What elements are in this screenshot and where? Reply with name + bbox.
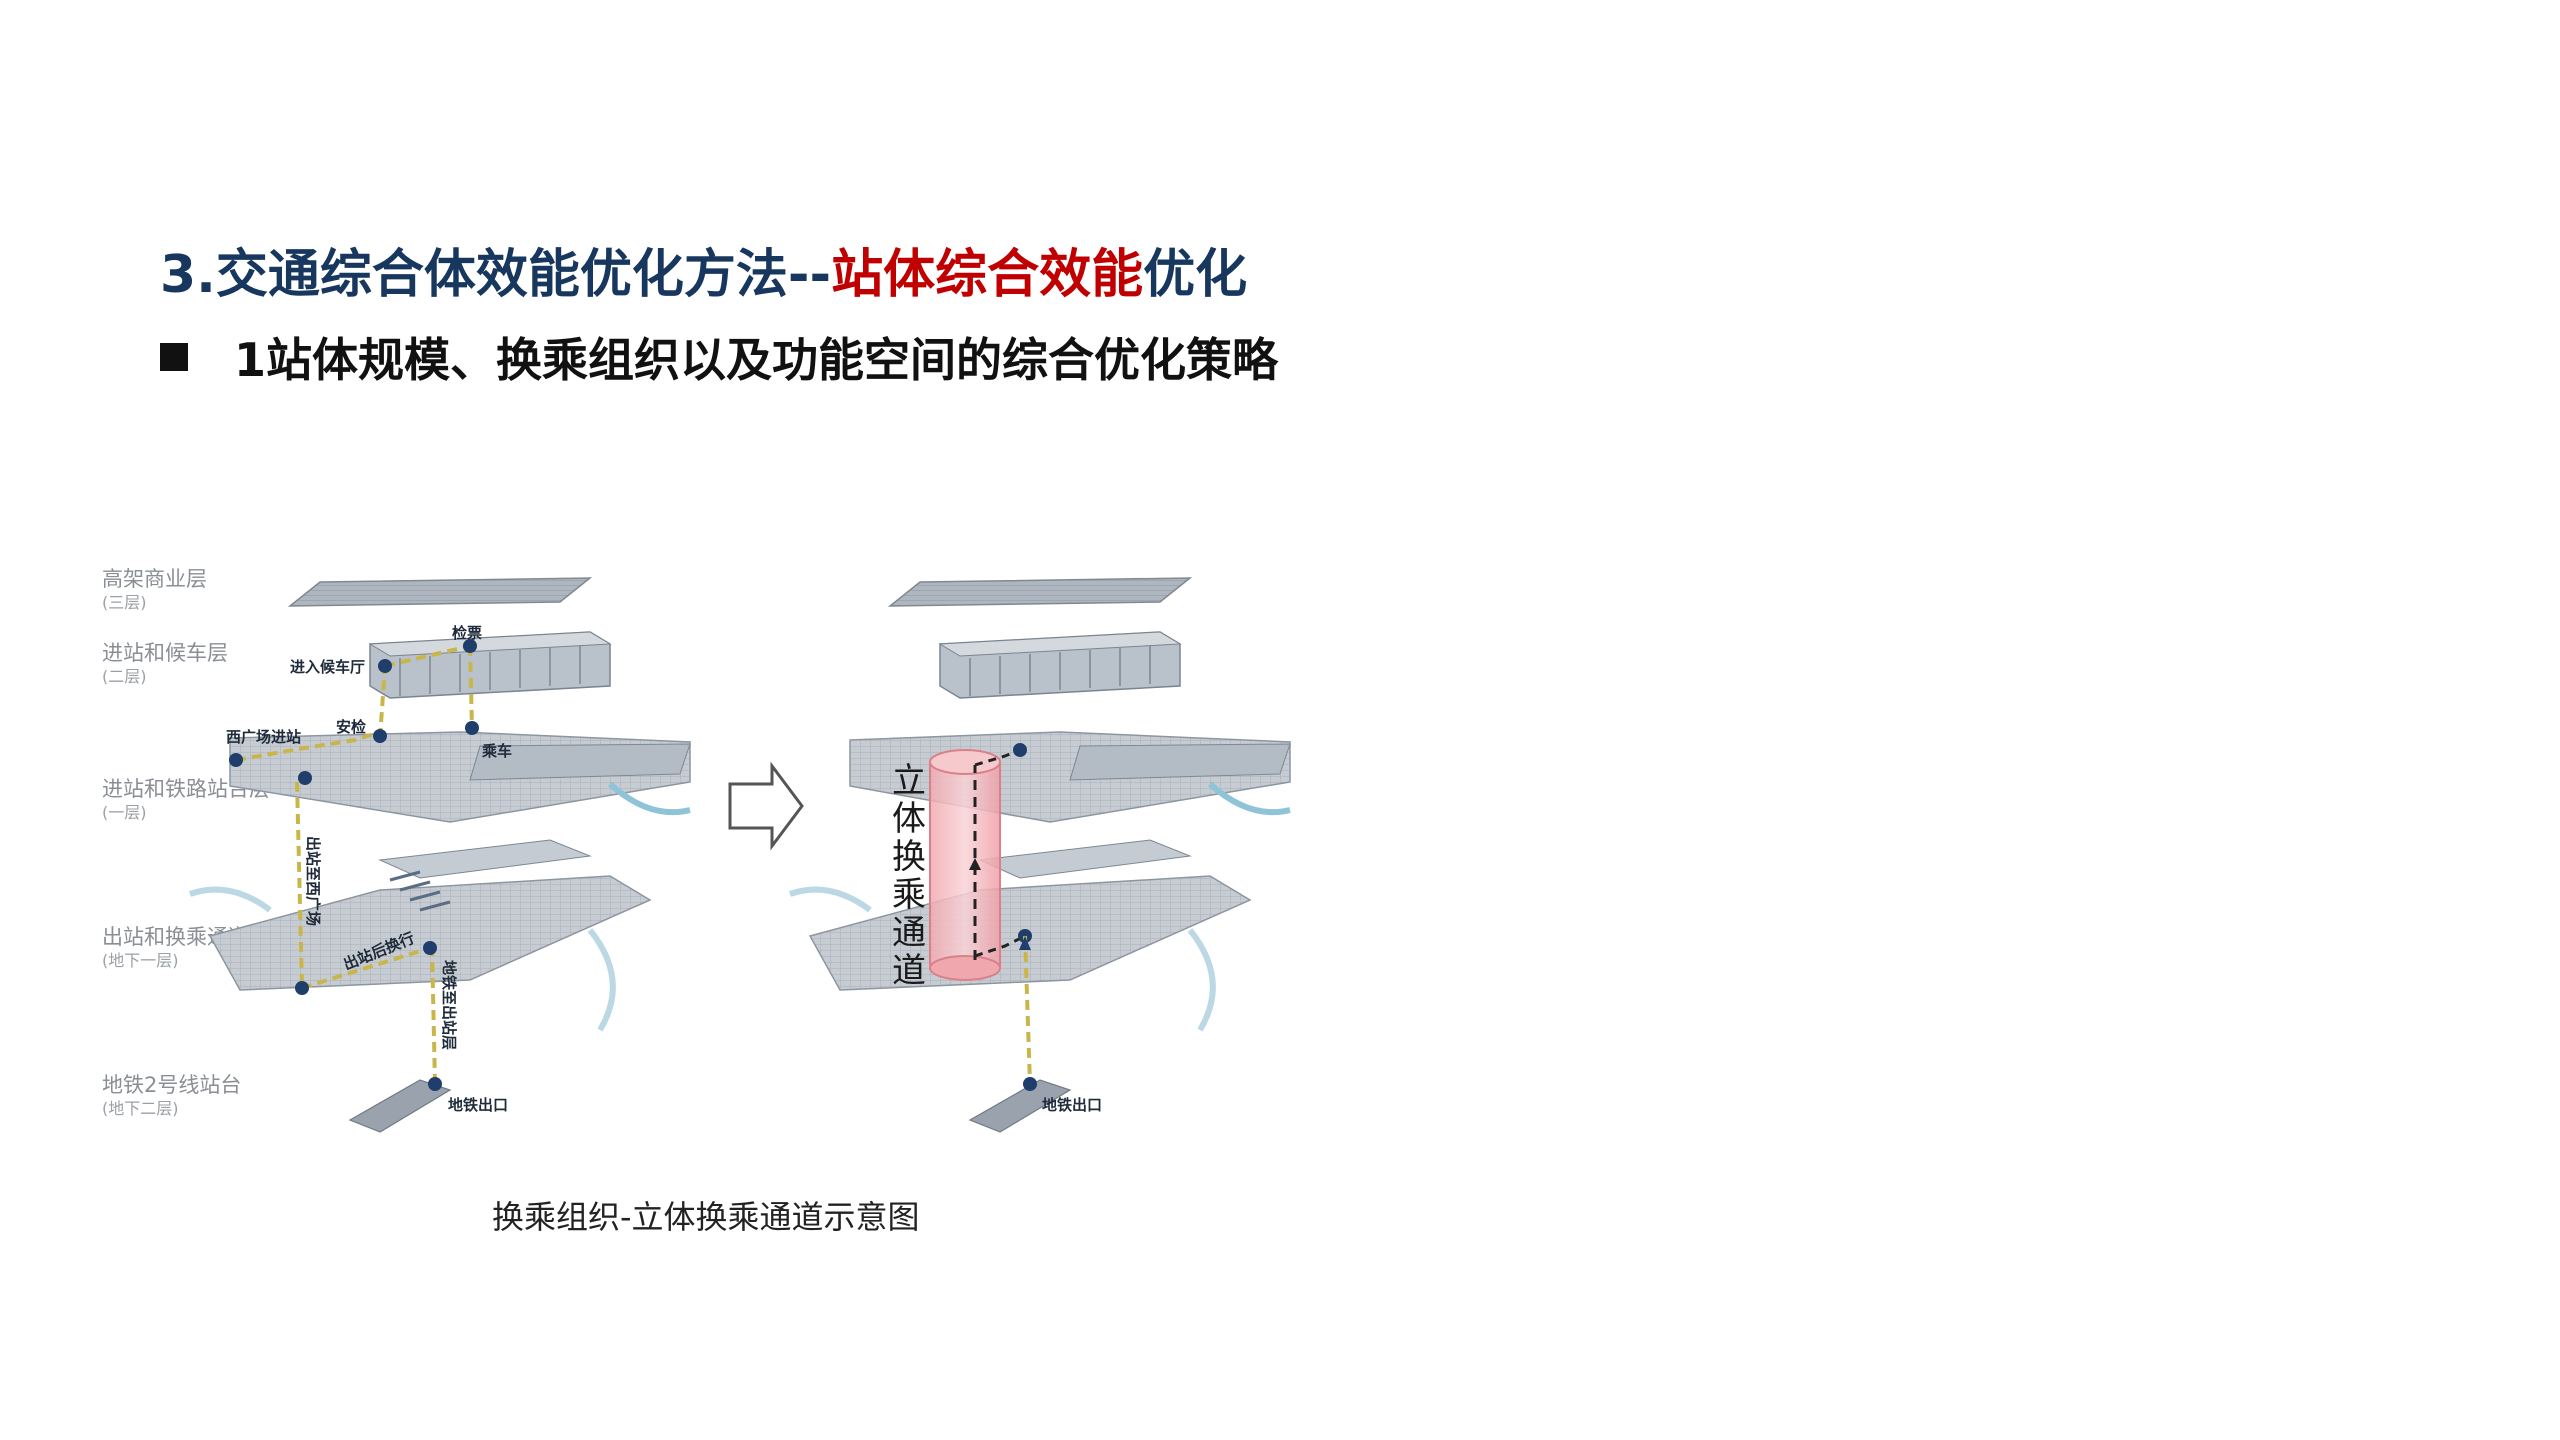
subtitle: 1站体规模、换乘组织以及功能空间的综合优化策略: [160, 324, 1278, 390]
layer-labels: 高架商业层 (三层) 进站和候车层 (二层) 进站和铁路站台层 (一层) 出站和…: [102, 567, 270, 1118]
layer-sub-3: (地下一层): [102, 951, 179, 970]
vlabel-char-1: 体: [892, 799, 926, 839]
left-diagram: 高架商业层 (三层) 进站和候车层 (二层) 进站和铁路站台层 (一层) 出站和…: [102, 567, 691, 1133]
flow-paths: [235, 644, 474, 1085]
label-west-plaza-enter: 西广场进站: [226, 728, 301, 746]
label-metro-to-exit: 地铁至出站层: [440, 960, 458, 1050]
title-highlight: 站体综合效能: [831, 245, 1144, 305]
label-security: 安检: [336, 718, 366, 736]
right-metro-platform: [968, 1079, 1072, 1133]
vlabel-char-2: 换: [892, 837, 926, 877]
subtitle-text: 1站体规模、换乘组织以及功能空间的综合优化策略: [234, 333, 1279, 387]
layer-label-0: 高架商业层: [102, 567, 207, 591]
roof-slab: [287, 577, 593, 607]
vlabel-char-3: 乘: [892, 875, 926, 915]
layer-sub-1: (二层): [102, 667, 147, 686]
right-waiting-hall: [938, 631, 1182, 699]
label-exit-to-west-plaza: 出站至西广场: [304, 836, 322, 926]
label-metro-exit-right: 地铁出口: [1042, 1096, 1102, 1114]
waiting-hall: [368, 631, 612, 699]
square-bullet-icon: [160, 343, 188, 371]
title-part3: 优化: [1143, 245, 1248, 305]
vlabel-char-4: 通: [892, 913, 926, 953]
transfer-diagram: 高架商业层 (三层) 进站和候车层 (二层) 进站和铁路站台层 (一层) 出站和…: [102, 567, 1291, 1133]
label-check-ticket: 检票: [452, 624, 482, 642]
vlabel-char-5: 道: [892, 951, 926, 991]
flow-nodes: [229, 639, 479, 1091]
metro-platform: [348, 1079, 452, 1133]
figure-caption: 换乘组织-立体换乘通道示意图: [492, 1198, 920, 1236]
layer-label-4: 地铁2号线站台: [102, 1073, 241, 1097]
right-vertical-label: 立 体 换 乘 通 道: [892, 761, 926, 991]
vlabel-char-0: 立: [892, 761, 926, 801]
layer-sub-2: (一层): [102, 803, 147, 822]
layer-sub-4: (地下二层): [102, 1099, 179, 1118]
layer-sub-0: (三层): [102, 593, 147, 612]
title-part1: 3.交通综合体效能优化方法--: [160, 245, 832, 305]
label-board: 乘车: [481, 742, 512, 760]
right-arrow-icon: [728, 761, 804, 851]
right-metro-path: [1023, 935, 1032, 1085]
page-title: 3.交通综合体效能优化方法--站体综合效能优化: [160, 232, 1247, 307]
platform-layer: [229, 731, 691, 823]
label-enter-waiting: 进入候车厅: [290, 658, 365, 676]
label-metro-exit-left: 地铁出口: [448, 1096, 508, 1114]
concourse-layer: [189, 839, 652, 1032]
vertical-transfer-channel: [929, 743, 1032, 981]
right-diagram: 立 体 换 乘 通 道 地铁出口: [789, 577, 1291, 1133]
layer-label-1: 进站和候车层: [102, 641, 228, 665]
